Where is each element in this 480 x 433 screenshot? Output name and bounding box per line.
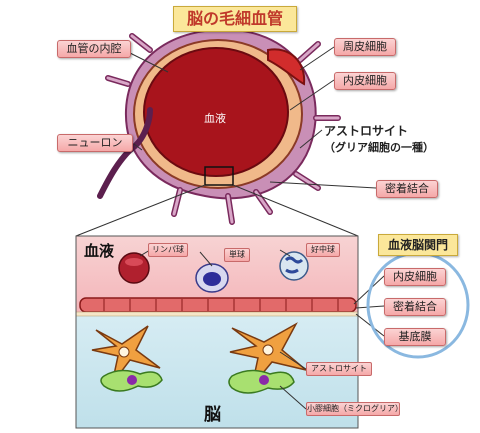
label-tight-junction: 密着結合 [376, 180, 438, 198]
monocyte-cell [195, 263, 229, 293]
capillary-cross-section [97, 28, 341, 225]
basement-membrane [75, 311, 359, 317]
lymphocyte-cell [118, 252, 150, 284]
inset-marker-box [204, 166, 234, 186]
microglia-left-cell [100, 369, 163, 392]
bbb-item-endothelial: 内皮細胞 [384, 268, 446, 286]
neuron-process [97, 107, 153, 199]
astrocyte-right-cell [229, 322, 307, 387]
cell-label-monocyte: 単球 [224, 248, 250, 262]
bbb-title: 血液脳関門 [378, 234, 458, 256]
cell-label-astrocyte: アストロサイト [306, 362, 372, 376]
pericyte-shape [267, 48, 306, 86]
inset-brain-label: 脳 [204, 405, 221, 425]
diagram-title: 脳の毛細血管 [173, 6, 297, 32]
cell-label-microglia: 小膠細胞（ミクログリア） [306, 402, 403, 416]
label-astrocyte: アストロサイト [324, 124, 409, 138]
bbb-item-basement-membrane: 基底膜 [384, 328, 446, 346]
endothelial-layer [79, 297, 357, 313]
bbb-item-tight-junction: 密着結合 [384, 298, 446, 316]
label-neuron: ニューロン [57, 134, 133, 152]
label-pericyte: 周皮細胞 [334, 38, 396, 56]
neutrophil-cell [279, 251, 309, 281]
astrocyte-left-cell [91, 325, 161, 385]
pointer-lines [75, 46, 377, 237]
vessel-lumen [143, 47, 289, 177]
label-lumen: 血管の内腔 [57, 40, 131, 58]
label-blood-in-vessel: 血液 [204, 112, 226, 125]
label-endothelial: 内皮細胞 [334, 72, 396, 90]
label-astrocyte-note: （グリア細胞の一種） [324, 141, 434, 154]
cell-label-neutrophil: 好中球 [306, 243, 340, 257]
cell-label-lymphocyte: リンパ球 [148, 243, 188, 257]
inset-blood-label: 血液 [84, 242, 115, 260]
